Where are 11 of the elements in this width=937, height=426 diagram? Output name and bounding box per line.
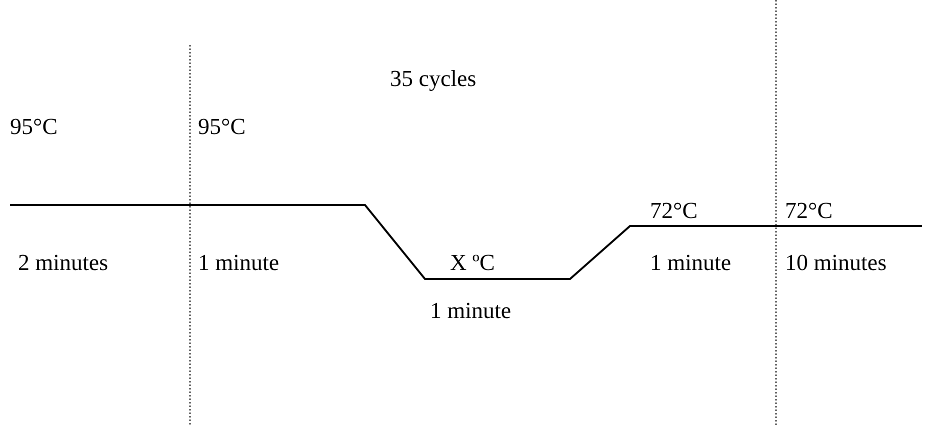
- temperature-label: X ºC: [450, 251, 495, 274]
- duration-label: 10 minutes: [785, 251, 887, 274]
- duration-label: 1 minute: [650, 251, 732, 274]
- cycle-count-label: 35 cycles: [390, 67, 476, 90]
- temperature-label: 72°C: [650, 199, 698, 222]
- temperature-label: 95°C: [10, 115, 58, 138]
- temperature-label: 95°C: [198, 115, 246, 138]
- temperature-label: 72°C: [785, 199, 833, 222]
- duration-label: 2 minutes: [18, 251, 108, 274]
- duration-label: 1 minute: [198, 251, 280, 274]
- duration-label: 1 minute: [430, 299, 512, 322]
